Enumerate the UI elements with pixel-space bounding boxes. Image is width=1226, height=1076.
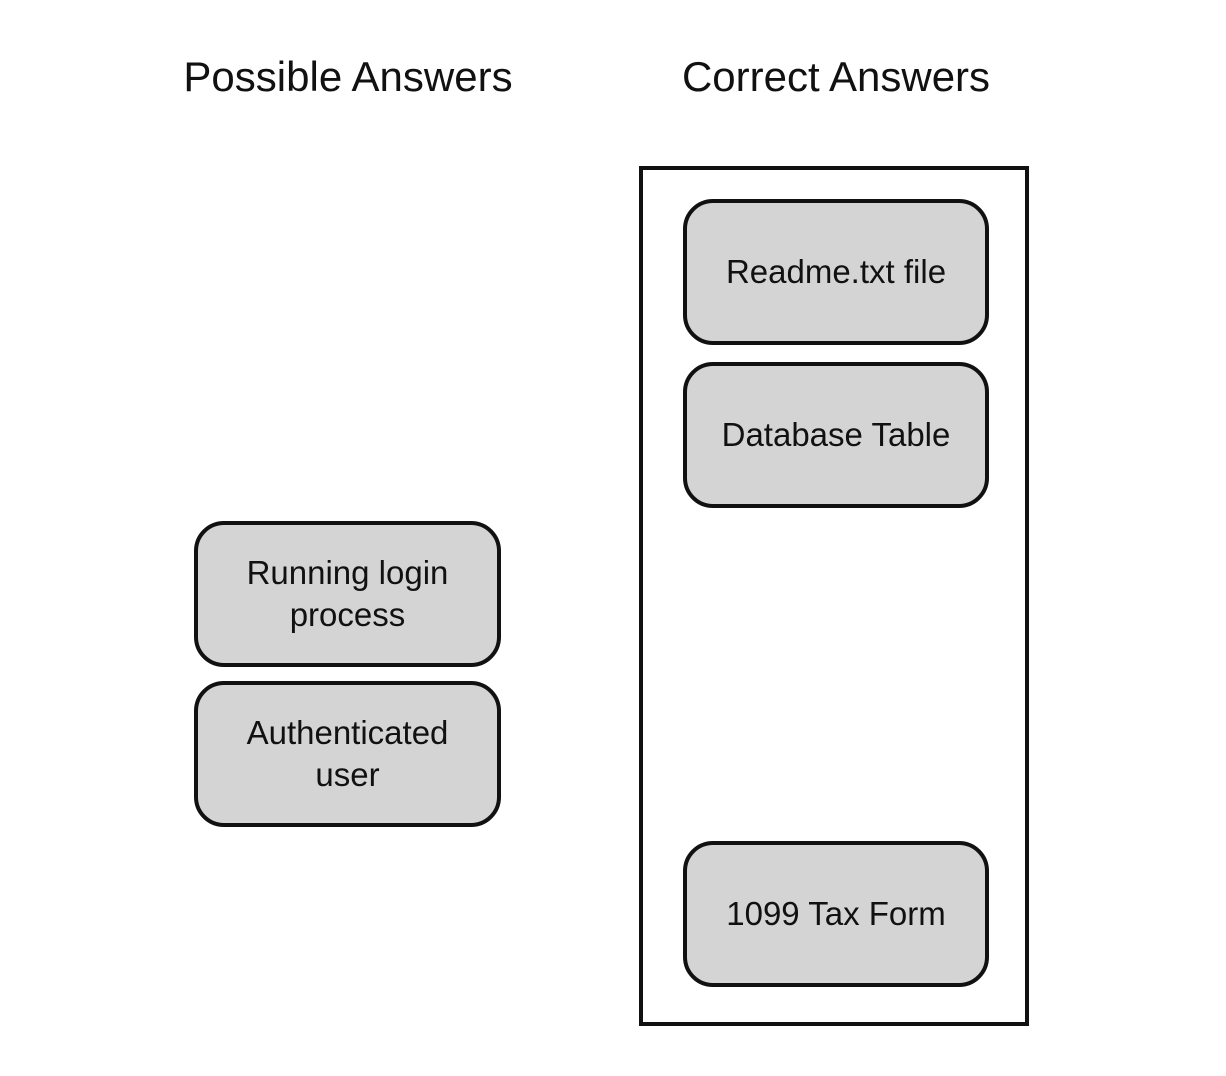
answer-card-label: Running login process [247,552,449,636]
correct-answers-heading: Correct Answers [681,53,991,100]
answer-card-running-login-process[interactable]: Running login process [194,521,501,667]
answer-card-label: Database Table [721,416,951,453]
answer-card-database-table[interactable]: Database Table [683,362,989,508]
answer-card-label: 1099 Tax Form [726,895,946,932]
possible-answers-heading: Possible Answers [183,53,513,100]
answer-card-label: Authenticated user [247,712,449,796]
answer-card-1099-tax-form[interactable]: 1099 Tax Form [683,841,989,987]
answer-card-label: Readme.txt file [725,253,947,290]
answer-card-label-line: Running login [246,554,449,591]
answer-card-label-line: Authenticated [246,714,449,751]
answer-card-label-line: process [289,596,406,633]
answer-card-readme-txt-file[interactable]: Readme.txt file [683,199,989,345]
answer-card-authenticated-user[interactable]: Authenticated user [194,681,501,827]
answer-card-label-line: user [315,756,380,793]
